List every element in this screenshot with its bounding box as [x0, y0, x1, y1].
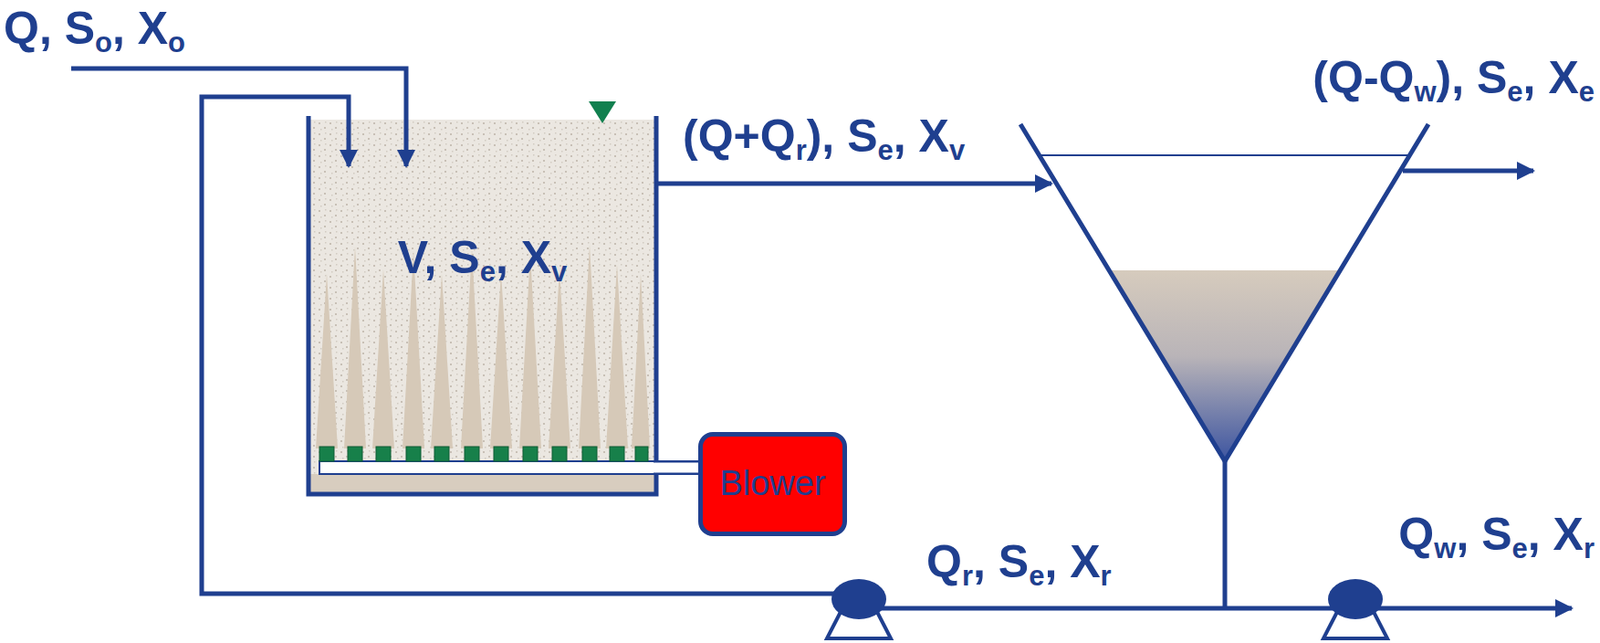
- air-pipe: [653, 467, 701, 469]
- subscript: e: [1512, 532, 1528, 565]
- aeration-tank: V, Se, Xv: [308, 117, 657, 494]
- subscript: v: [551, 255, 567, 288]
- subscript: v: [949, 134, 965, 167]
- subscript: r: [795, 134, 807, 167]
- blower-label: Blower: [719, 464, 826, 503]
- subscript: o: [94, 26, 113, 59]
- subscript: e: [1506, 75, 1523, 108]
- waste-label: Qw, Se, Xr: [1398, 509, 1595, 560]
- subscript: w: [1413, 75, 1436, 108]
- influent-label: Q, So, Xo: [3, 3, 186, 54]
- blower-box: Blower: [698, 431, 848, 536]
- subscript: e: [878, 134, 894, 167]
- subscript: o: [167, 26, 186, 59]
- subscript: r: [962, 559, 973, 592]
- mixed-liquor-label: (Q+Qr), Se, Xv: [682, 111, 965, 162]
- subscript: w: [1433, 532, 1456, 565]
- subscript: e: [1579, 75, 1595, 108]
- subscript: r: [1583, 532, 1595, 565]
- subscript: r: [1100, 559, 1112, 592]
- subscript: e: [1028, 559, 1045, 592]
- subscript: e: [480, 255, 496, 288]
- effluent-label: (Q-Qw), Se, Xe: [1312, 52, 1595, 104]
- recycle-label: Qr, Se, Xr: [926, 536, 1112, 587]
- tank-label: V, Se, Xv: [397, 232, 568, 283]
